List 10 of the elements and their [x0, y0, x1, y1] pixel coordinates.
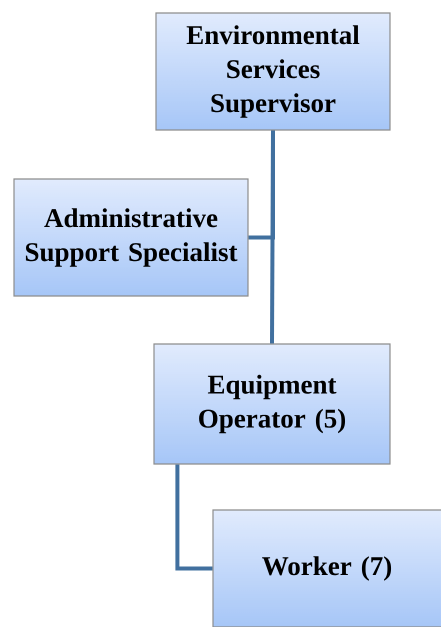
org-box: [155, 12, 391, 131]
org-box: [212, 509, 441, 627]
node-label: Administrative Support Specialist: [26, 208, 238, 267]
connector-line: [175, 464, 212, 570]
node-label: Environmental Services Supervisor: [186, 25, 360, 118]
org-box: [153, 343, 391, 465]
node-label: Worker (7): [262, 556, 392, 581]
org-box: [13, 178, 249, 297]
node-label: Equipment Operator (5): [199, 374, 346, 434]
connector-line: [270, 130, 275, 344]
